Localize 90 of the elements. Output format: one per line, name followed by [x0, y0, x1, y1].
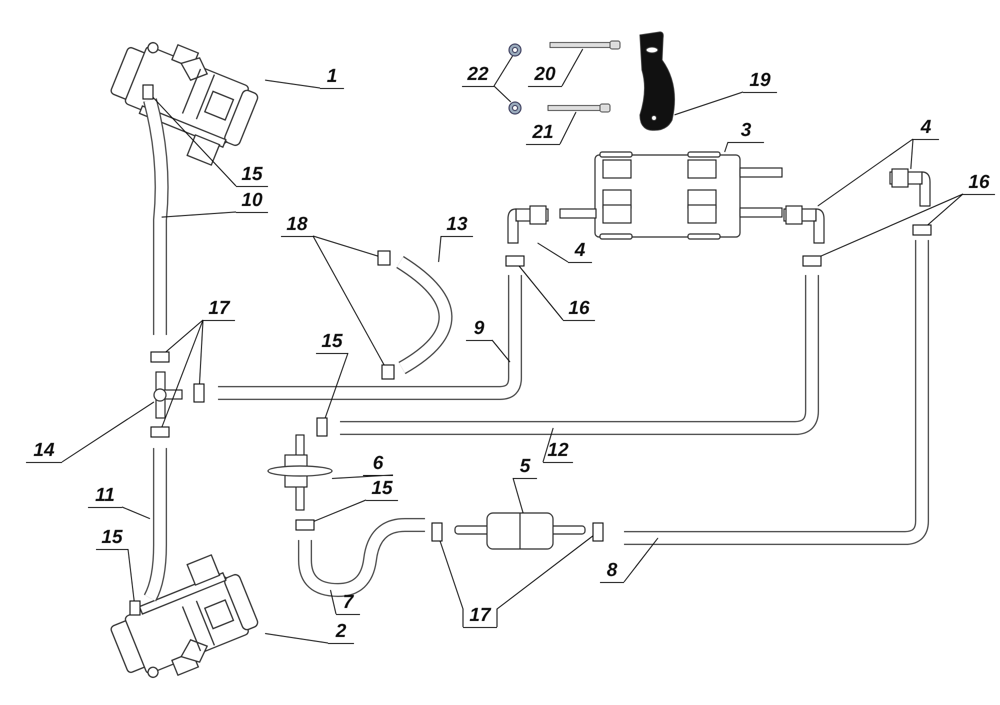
- leader-line: [440, 540, 464, 628]
- callout-number: 6: [363, 453, 393, 476]
- leader-line: [264, 80, 320, 88]
- nut-icon: [508, 44, 522, 56]
- elbow-connector-drawing: [889, 168, 931, 207]
- throttle-body-drawing: [109, 42, 260, 166]
- leader-line: [264, 633, 328, 644]
- hose-clamp: [431, 522, 443, 542]
- callout-number: 17: [203, 298, 235, 321]
- callout-number: 7: [336, 592, 360, 615]
- elbow-connector-drawing: [783, 205, 825, 244]
- callout-number: 20: [528, 64, 562, 87]
- leader-line: [494, 86, 512, 102]
- leader-line: [161, 212, 236, 218]
- leader-line: [910, 138, 914, 170]
- hose: [624, 240, 929, 545]
- hose-clamp: [381, 364, 395, 380]
- leader-line: [324, 352, 348, 418]
- hose-clamp: [295, 519, 315, 531]
- leader-line: [312, 236, 378, 257]
- throttle-body-drawing: [109, 554, 260, 678]
- callout-number: 4: [568, 240, 592, 263]
- callout-number: 19: [743, 70, 777, 93]
- callout-number: 15: [366, 478, 398, 501]
- hose-clamp: [193, 383, 205, 403]
- leader-line: [314, 500, 366, 522]
- leader-line: [438, 236, 442, 262]
- tee-fitting-drawing: [153, 371, 183, 419]
- valve-block-drawing: [559, 151, 783, 240]
- leader-line: [312, 236, 385, 366]
- leader-line: [122, 506, 150, 520]
- leader-line: [512, 478, 524, 514]
- callout-number: 8: [600, 560, 624, 583]
- hose-clamp: [150, 351, 170, 363]
- leader-line: [674, 92, 744, 116]
- leader-line: [817, 138, 914, 206]
- callout-number: 22: [462, 64, 494, 87]
- callout-number: 15: [236, 164, 268, 187]
- leader-line: [927, 194, 964, 226]
- elbow-connector-drawing: [507, 205, 549, 244]
- callout-number: 17: [463, 605, 497, 628]
- leader-line: [562, 48, 584, 86]
- callout-number: 13: [441, 214, 473, 237]
- mounting-bracket-drawing: [640, 32, 675, 131]
- leader-line: [128, 548, 135, 602]
- bolt-icon: [550, 40, 620, 50]
- hose-clamp: [592, 522, 604, 542]
- callout-number: 10: [236, 190, 268, 213]
- callout-number: 2: [328, 621, 354, 644]
- callout-number: 16: [963, 172, 995, 195]
- leader-line: [161, 320, 204, 428]
- callout-number: 11: [88, 485, 122, 508]
- hose-clamp: [505, 255, 525, 267]
- leader-line: [560, 112, 576, 144]
- callout-number: 15: [96, 527, 128, 550]
- hose-clamp: [377, 250, 391, 266]
- fuel-filter-drawing: [454, 512, 586, 550]
- bolt-icon: [548, 104, 610, 112]
- hose-clamp: [150, 426, 170, 438]
- leader-line: [518, 266, 564, 320]
- callout-number: 14: [26, 440, 62, 463]
- check-valve-drawing: [267, 434, 333, 511]
- leader-line: [165, 320, 204, 352]
- leader-line: [494, 56, 514, 86]
- leader-line: [496, 535, 594, 628]
- callout-number: 5: [513, 456, 537, 479]
- callout-number: 18: [281, 214, 313, 237]
- leader-line: [537, 242, 568, 262]
- leader-line: [724, 142, 728, 152]
- leader-line: [542, 428, 554, 462]
- callout-number: 12: [543, 440, 573, 463]
- hose: [396, 256, 452, 374]
- callout-number: 3: [728, 120, 764, 143]
- leader-line: [152, 96, 236, 186]
- leader-line: [492, 340, 510, 362]
- leader-line: [62, 401, 154, 462]
- hose: [143, 98, 169, 335]
- leader-line: [332, 474, 394, 479]
- callout-number: 9: [466, 318, 492, 341]
- nut-icon: [508, 102, 522, 114]
- leader-line: [624, 538, 658, 582]
- leader-line: [820, 194, 964, 257]
- hose: [144, 448, 167, 602]
- leader-line: [199, 320, 204, 384]
- callout-number: 21: [526, 122, 560, 145]
- callout-number: 1: [320, 66, 344, 89]
- callout-number: 4: [913, 117, 939, 140]
- hose-clamp: [912, 224, 932, 236]
- leader-line: [330, 590, 336, 614]
- hose-clamp: [316, 417, 328, 437]
